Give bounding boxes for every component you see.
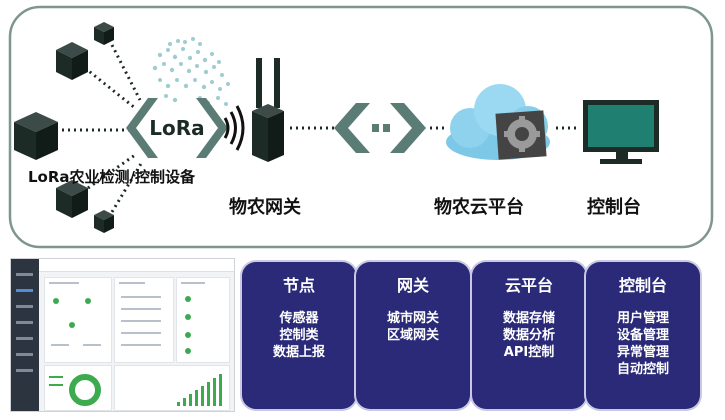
card-cloud-platform: 云平台 数据存储 数据分析 API控制 (472, 262, 586, 409)
lora-logo-icon: LoRa (126, 98, 228, 158)
top-panel-frame (8, 5, 714, 249)
gateway-label: 物农网关 (229, 196, 301, 218)
cube-icon (56, 42, 88, 80)
card-item: 城市网关 (386, 311, 439, 326)
chevron-right-icon (390, 103, 426, 153)
chevron-left-icon (334, 103, 370, 153)
monitor-icon (583, 100, 659, 164)
card-item: 自动控制 (616, 362, 669, 377)
gateway-antenna-icon (252, 58, 284, 162)
dashboard-sidebar (11, 259, 39, 411)
data-particle-cloud (152, 37, 230, 106)
dashboard-topbar (39, 259, 234, 272)
radio-wave-icon (223, 105, 245, 151)
cube-icon (94, 210, 114, 233)
card-item: 数据分析 (502, 328, 555, 343)
card-item: 区域网关 (386, 328, 439, 343)
dashboard-panel (176, 277, 230, 363)
lora-logo-text: LoRa (149, 116, 204, 140)
card-title: 网关 (396, 276, 429, 295)
card-item: 异常管理 (616, 345, 669, 360)
dashboard-screenshot (10, 258, 235, 412)
card-item: 传感器 (279, 311, 319, 326)
dashboard-donut-panel (44, 365, 112, 411)
card-title: 云平台 (504, 276, 553, 295)
card-item: 数据存储 (502, 311, 555, 326)
cloud-gear-icon (446, 84, 550, 160)
card-title: 控制台 (618, 276, 667, 295)
cloud-label: 物农云平台 (434, 196, 524, 218)
cube-icon (56, 180, 88, 218)
console-label: 控制台 (587, 196, 641, 218)
card-console: 控制台 用户管理 设备管理 异常管理 自动控制 (586, 262, 700, 409)
device-connectors (62, 44, 144, 213)
network-link-icon (334, 103, 426, 153)
card-item: API控制 (503, 345, 555, 360)
device-label: LoRa农业检测/控制设备 (28, 168, 196, 186)
card-item: 设备管理 (616, 328, 669, 343)
card-node: 节点 传感器 控制类 数据上报 (242, 262, 356, 409)
card-item: 数据上报 (272, 345, 325, 360)
cube-icon (94, 22, 114, 45)
card-item: 用户管理 (616, 311, 669, 326)
cube-icon (14, 112, 58, 160)
dashboard-panel (114, 277, 174, 363)
dashboard-panel (44, 277, 112, 363)
card-gateway: 网关 城市网关 区域网关 (356, 262, 470, 409)
card-item: 控制类 (279, 328, 319, 343)
dashboard-bar-panel (114, 365, 230, 411)
card-title: 节点 (282, 276, 315, 295)
